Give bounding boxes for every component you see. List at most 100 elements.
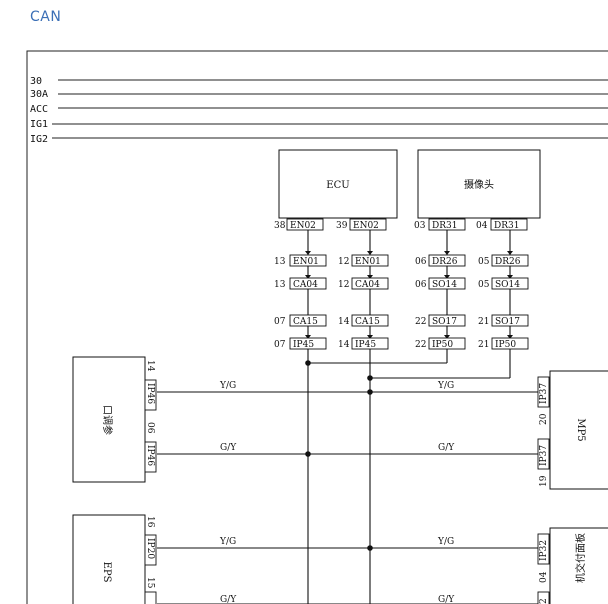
connector-label: SO14 [432,280,457,290]
module-mp5 [549,370,608,490]
pin-label: 20 [539,413,549,425]
module-right-bottom [549,527,608,604]
connector-label: DR31 [494,221,519,231]
pin-label: 15 [145,577,155,589]
rail-label-acc: ACC [30,104,48,115]
connector-box [289,254,327,267]
rail-label-ig1: IG1 [30,119,48,130]
arrow-marks [305,251,513,339]
connector-box [144,591,157,604]
wire-label-yg: Y/G [219,537,236,547]
connector-box [349,218,387,231]
pin-label: 19 [539,475,549,487]
pin-label: 12 [338,280,349,290]
connector-box [428,277,466,290]
connector-label: DR26 [495,257,521,267]
connector-label: SO14 [495,280,520,290]
connector-label: IP50 [495,340,516,350]
connector-box [490,218,528,231]
connector-box [144,441,157,473]
connector-box [144,534,157,566]
connector-box [351,314,389,327]
connector-label: SO17 [495,317,520,327]
connector-label: EN01 [355,257,381,267]
connector-label: IP50 [432,340,453,350]
connector-box [289,314,327,327]
module-right-bottom-label: 机交付面板 [574,533,587,583]
pin-label: 16 [145,516,155,528]
connector-row-3: 13 CA04 12 CA04 06 SO14 05 SO14 [274,277,529,290]
connector-label: IP32 [539,540,549,561]
connector-box [144,379,157,411]
connector-label: IP37 [539,383,549,404]
can-trunk [157,349,538,604]
pin-label: 13 [274,257,286,267]
pin-label: 07 [274,340,286,350]
junction-dots [305,360,373,551]
module-eps [72,514,146,604]
connector-row-2: 13 EN01 12 EN01 06 DR26 05 DR26 [274,254,529,267]
connector-row-1: 38 EN02 39 EN02 03 DR31 04 DR31 [274,218,528,231]
pin-label: 21 [478,340,489,350]
module-camera-label: 摄像头 [464,178,494,191]
pin-label: 14 [145,360,155,372]
module-ecu-label: ECU [326,180,349,191]
connector-box [428,254,466,267]
pin-label: 05 [478,257,490,267]
pin-label: 12 [338,257,349,267]
connector-box [286,218,324,231]
pin-label: 14 [338,340,350,350]
pin-label: 14 [338,317,350,327]
pin-label: 04 [476,221,488,231]
connector-label: IP45 [293,340,314,350]
rail-label-30a: 30A [30,89,48,100]
pin-label: 2 [539,598,549,604]
connector-row-4: 07 CA15 14 CA15 22 SO17 21 SO17 [274,314,529,327]
connector-box [537,438,550,470]
pin-label: 38 [274,221,286,231]
connector-box [537,591,550,604]
pin-label: 03 [414,221,426,231]
connector-label: CA04 [355,280,380,290]
pin-label: 04 [539,571,549,583]
module-mp5-label: MP5 [575,418,586,441]
connector-box [537,376,550,408]
module-eps-label: EPS [101,562,112,583]
pin-label: 22 [415,317,426,327]
connector-label: IP20 [145,538,155,559]
module-left-top [72,356,146,483]
pin-label: 05 [478,280,490,290]
connector-label: EN02 [290,221,316,231]
module-ecu [278,149,398,219]
wire-label-gy: G/Y [438,595,455,604]
connector-label: IP45 [355,340,376,350]
connector-box [428,314,466,327]
pin-label: 13 [274,280,286,290]
connector-label: DR31 [432,221,457,231]
connector-label: CA15 [293,317,318,327]
wire-label-gy: G/Y [438,443,455,453]
connector-box [491,277,529,290]
connector-box [537,533,550,565]
pin-label: 39 [336,221,348,231]
connector-box [289,277,327,290]
connector-label: EN02 [353,221,379,231]
rail-label-30: 30 [30,76,42,87]
connector-label: CA15 [355,317,380,327]
connector-label: IP46 [145,445,155,466]
connector-box [351,277,389,290]
pin-label: 21 [478,317,489,327]
power-rails: 30 30A ACC IG1 IG2 [30,76,608,145]
connector-box [491,254,529,267]
connector-box [491,314,529,327]
pin-label: 06 [415,257,427,267]
pin-label: 06 [415,280,427,290]
connector-row-5: 07 IP45 14 IP45 22 IP50 21 IP50 [274,337,529,350]
pin-label: 22 [415,340,426,350]
wire-label-gy: G/Y [220,595,237,604]
module-left-top-label: 口调参 [101,405,114,435]
diagram-frame [26,50,608,604]
connector-label: CA04 [293,280,318,290]
connector-box [428,218,466,231]
